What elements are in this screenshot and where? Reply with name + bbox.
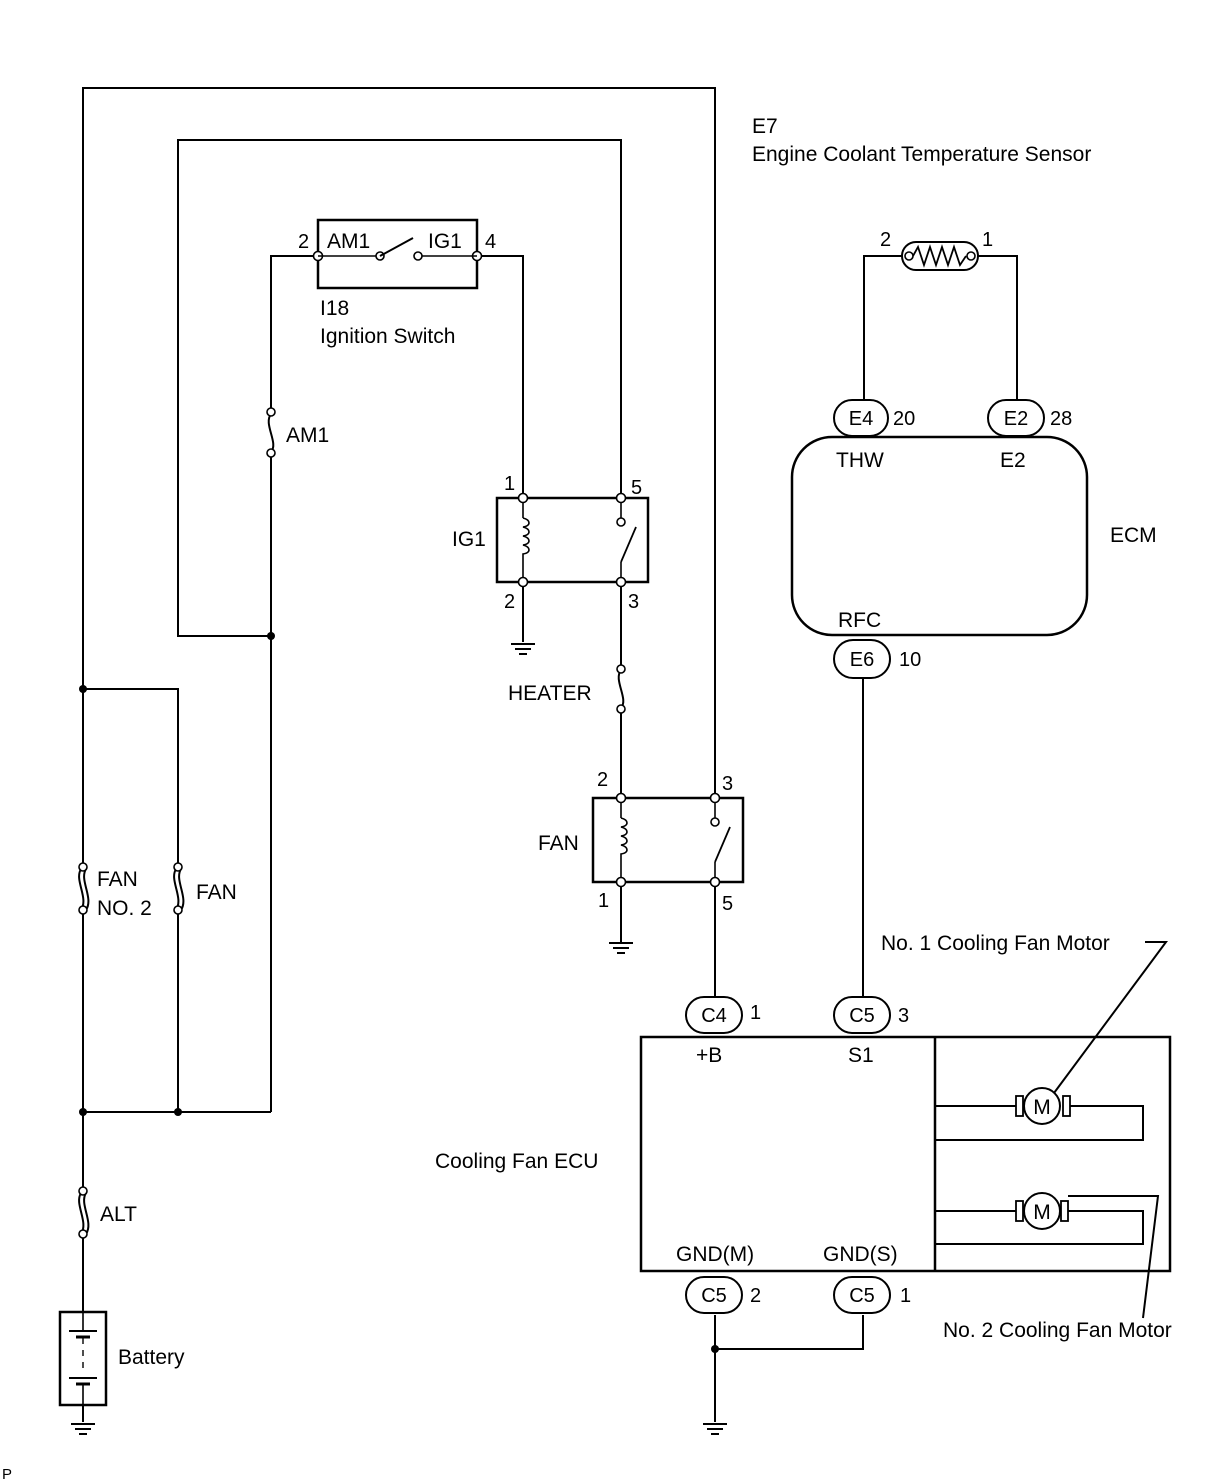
cooling-fan-ecu-label: Cooling Fan ECU [435, 1150, 598, 1173]
motor-2-symbol: M [1033, 1201, 1051, 1224]
cooling-fan-ecu: Cooling Fan ECU C4 1 +B C5 3 S1 C5 2 GND… [435, 996, 1172, 1314]
ecu-term-b: +B [696, 1044, 722, 1067]
battery: Battery [58, 1310, 185, 1407]
ecu-c5-2-pin: 2 [750, 1285, 761, 1307]
fan-motor-1: M No. 1 Cooling Fan Motor [881, 932, 1168, 1141]
battery-label: Battery [118, 1346, 185, 1369]
ecu-connector-c5-2: C5 2 GND(M) [676, 1243, 761, 1314]
ground-fan-relay [608, 942, 634, 954]
relay-fan-pin-1: 1 [598, 890, 609, 912]
ecu-c5-3-pin: 3 [898, 1005, 909, 1027]
ground-battery [70, 1423, 96, 1435]
relay-fan-pin-3: 3 [722, 773, 733, 795]
ecu-connector-c5-3: C5 3 S1 [833, 996, 909, 1067]
ecm-term-rfc: RFC [838, 609, 881, 632]
ignition-switch-term-ig1: IG1 [428, 230, 462, 253]
fuse-fan-no2: FAN NO. 2 [75, 862, 152, 920]
ect-sensor-pin-2: 2 [880, 229, 891, 251]
fuse-fan-label: FAN [196, 881, 237, 904]
ecu-c5-1-pin: 1 [900, 1285, 911, 1307]
ecu-term-s1: S1 [848, 1044, 874, 1067]
junction-dots [79, 632, 719, 1353]
ecu-term-gnd-s: GND(S) [823, 1243, 898, 1266]
ecm: ECM E4 20 THW E2 28 E2 E6 10 RFC [790, 399, 1157, 679]
fuse-alt: ALT [75, 1186, 137, 1239]
fuse-fan: FAN [170, 862, 237, 915]
fuse-alt-label: ALT [100, 1203, 137, 1226]
motor-1-symbol: M [1033, 1096, 1051, 1119]
svg-text:E4: E4 [849, 408, 873, 430]
relay-ig1-pin-1: 1 [504, 473, 515, 495]
ect-sensor: E7 Engine Coolant Temperature Sensor 2 1 [752, 115, 1091, 271]
relay-fan: FAN 2 3 1 5 [538, 769, 745, 915]
ect-sensor-name: Engine Coolant Temperature Sensor [752, 143, 1091, 166]
wires [82, 87, 1018, 1422]
relay-fan-pin-2: 2 [597, 769, 608, 791]
ground-ecu [702, 1423, 728, 1435]
fuse-heater-label: HEATER [508, 682, 592, 705]
ignition-switch-pin-4: 4 [485, 231, 496, 253]
relay-fan-label: FAN [538, 832, 579, 855]
svg-text:E6: E6 [850, 649, 874, 671]
fuse-fan-no2-label-1: FAN [97, 868, 138, 891]
ground-ig1-relay [510, 643, 536, 655]
ecm-term-e2: E2 [1000, 449, 1026, 472]
fan-motor-1-label: No. 1 Cooling Fan Motor [881, 932, 1110, 955]
svg-text:C5: C5 [701, 1285, 727, 1307]
ecm-connector-e2: E2 28 E2 [987, 399, 1072, 472]
ecm-e2-pin: 28 [1050, 408, 1072, 430]
relay-ig1-pin-5: 5 [631, 477, 642, 499]
relay-ig1-pin-3: 3 [628, 591, 639, 613]
ecm-connector-e4: E4 20 THW [833, 399, 915, 472]
ecm-term-thw: THW [836, 449, 884, 472]
ignition-switch-pin-2: 2 [298, 231, 309, 253]
relay-fan-pin-5: 5 [722, 893, 733, 915]
svg-text:C5: C5 [849, 1285, 875, 1307]
fuse-am1-label: AM1 [286, 424, 329, 447]
fuse-fan-no2-label-2: NO. 2 [97, 897, 152, 920]
svg-text:C4: C4 [701, 1005, 727, 1027]
ecm-e4-pin: 20 [893, 408, 915, 430]
ecm-e6-pin: 10 [899, 649, 921, 671]
relay-ig1: IG1 1 5 2 3 [452, 473, 650, 613]
ecu-term-gnd-m: GND(M) [676, 1243, 754, 1266]
fuse-heater: HEATER [508, 664, 628, 714]
svg-text:E2: E2 [1004, 408, 1028, 430]
ignition-switch-term-am1: AM1 [327, 230, 370, 253]
ect-sensor-pin-1: 1 [982, 229, 993, 251]
ecm-connector-e6: E6 10 RFC [833, 609, 921, 679]
ignition-switch-code: I18 [320, 297, 349, 320]
ecm-label: ECM [1110, 524, 1157, 547]
ect-sensor-code: E7 [752, 115, 778, 138]
fan-motor-2-label: No. 2 Cooling Fan Motor [943, 1319, 1172, 1342]
relay-ig1-pin-2: 2 [504, 591, 515, 613]
fuse-am1: AM1 [264, 407, 329, 458]
ecu-c4-pin: 1 [750, 1002, 761, 1024]
svg-text:C5: C5 [849, 1005, 875, 1027]
ecu-connector-c5-1: C5 1 GND(S) [823, 1243, 911, 1314]
footer-mark: P [2, 1466, 12, 1482]
fan-motor-2: M No. 2 Cooling Fan Motor [935, 1192, 1172, 1342]
ignition-switch-name: Ignition Switch [320, 325, 455, 348]
relay-ig1-label: IG1 [452, 528, 486, 551]
ignition-switch: 2 4 AM1 IG1 I18 Ignition Switch [298, 218, 496, 348]
ecu-connector-c4: C4 1 +B [685, 996, 761, 1067]
